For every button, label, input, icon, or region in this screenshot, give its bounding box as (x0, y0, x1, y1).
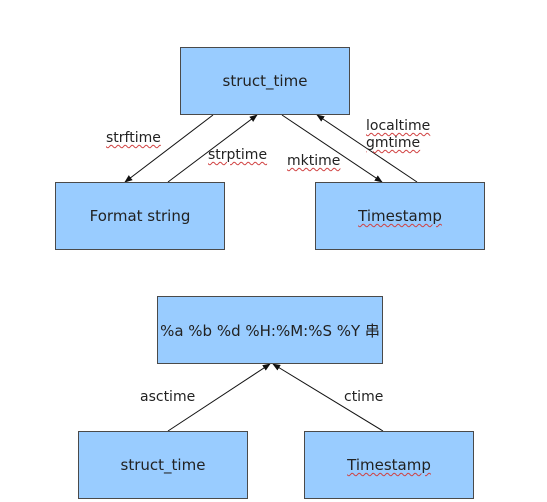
node-struct-time-2-label: struct_time (120, 456, 206, 474)
arrow-strftime (124, 114, 214, 183)
node-format-output: %a %b %d %H:%M:%S %Y 串 (157, 296, 383, 364)
node-struct-time-label: struct_time (222, 72, 308, 90)
node-format-string: Format string (55, 182, 225, 250)
edge-label-strptime: strptime (208, 147, 268, 163)
arrow-ctime (272, 363, 384, 432)
edge-label-localtime: localtime (366, 118, 431, 134)
arrow-localtime-gmtime (316, 114, 418, 183)
arrow-strptime (167, 114, 258, 183)
node-struct-time-2: struct_time (78, 431, 248, 499)
node-struct-time: struct_time (180, 47, 350, 115)
edge-label-ctime: ctime (344, 389, 384, 405)
node-timestamp-2-label: Timestamp (347, 456, 431, 474)
edge-label-mktime: mktime (287, 153, 341, 169)
node-timestamp: Timestamp (315, 182, 485, 250)
edge-label-gmtime: gmtime (366, 135, 421, 151)
node-timestamp-label: Timestamp (358, 207, 442, 225)
node-format-output-label: %a %b %d %H:%M:%S %Y 串 (160, 321, 380, 340)
edge-label-asctime: asctime (140, 389, 196, 405)
edge-label-strftime: strftime (106, 130, 161, 146)
arrow-mktime (281, 114, 383, 183)
node-timestamp-2: Timestamp (304, 431, 474, 499)
arrow-asctime (167, 363, 271, 432)
node-format-string-label: Format string (89, 207, 191, 225)
